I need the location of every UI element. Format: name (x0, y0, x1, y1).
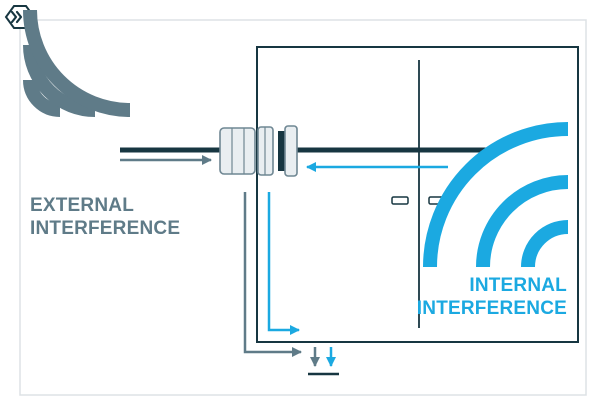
internal-label-line1: INTERNAL (469, 275, 567, 296)
external-ground-path (243, 192, 302, 357)
external-label-line2: INTERFERENCE (30, 218, 180, 239)
internal-ground-path (267, 192, 300, 335)
cable-gland (219, 125, 298, 177)
external-label-line1: EXTERNAL (30, 195, 134, 216)
outer-frame (19, 19, 587, 396)
internal-label-line2: INTERFERENCE (417, 298, 567, 319)
internal-wave-icon (423, 122, 569, 268)
door-handle-left (391, 196, 409, 205)
cabinet (256, 46, 579, 343)
external-wave-icon (23, 9, 131, 117)
ground-icon (308, 347, 339, 376)
